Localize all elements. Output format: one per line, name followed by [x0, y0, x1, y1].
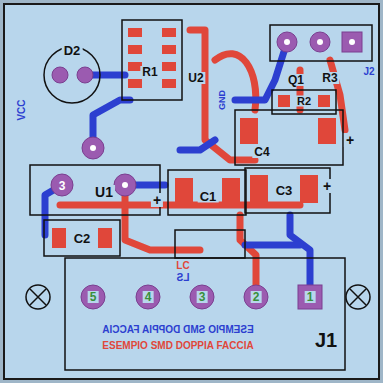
polarity-mark: +	[151, 193, 163, 207]
board-title: ESEMPIO SMD DOPPIA FACCIA	[100, 325, 255, 335]
part-name: C4	[252, 146, 271, 158]
polarity-mark: +	[321, 179, 333, 193]
pin-number: 1	[305, 291, 316, 303]
layer-label: LC	[174, 261, 191, 271]
part-name: R3	[320, 72, 339, 84]
part-name: U2	[186, 72, 205, 84]
pin-number: 2	[251, 291, 262, 303]
part-name: J2	[361, 67, 376, 77]
polarity-mark: +	[344, 133, 356, 147]
signal-name: GND	[218, 88, 227, 112]
signal-name: VCC	[17, 97, 27, 122]
part-name: C1	[198, 190, 219, 203]
part-name: C3	[274, 184, 295, 197]
part-name: J1	[313, 330, 339, 350]
pin-number: 5	[88, 291, 99, 303]
pin-number: 3	[57, 180, 68, 192]
part-name: Q1	[286, 74, 306, 86]
pin-number: 3	[197, 291, 208, 303]
part-name: R1	[140, 66, 159, 78]
part-name: U1	[93, 185, 115, 199]
layer-label: LS	[175, 273, 192, 283]
part-name: C2	[72, 232, 93, 245]
pin-number: 4	[143, 291, 154, 303]
part-name: D2	[62, 44, 83, 57]
board-title: ESEMPIO SMD DOPPIA FACCIA	[100, 341, 255, 351]
part-name: R2	[295, 96, 313, 107]
